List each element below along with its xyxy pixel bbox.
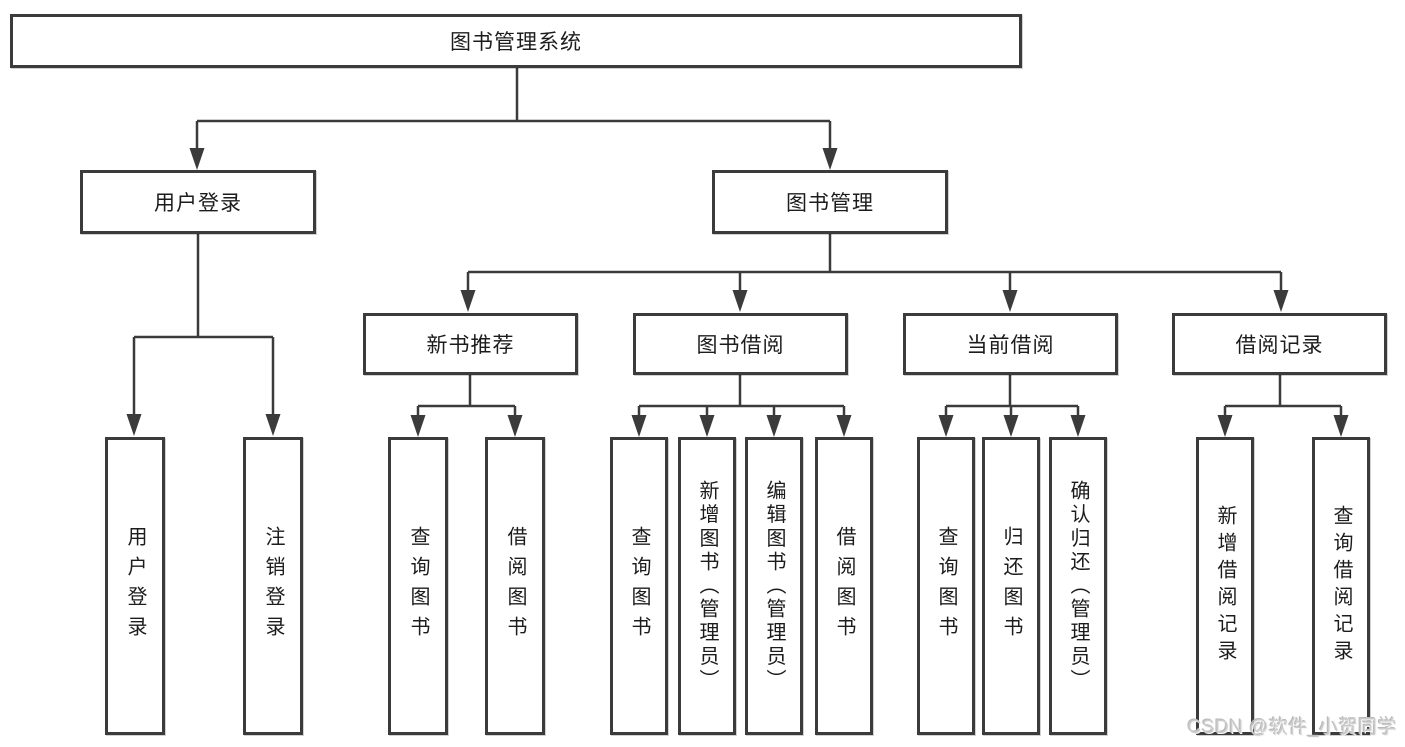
node-new-books: 新书推荐	[363, 313, 578, 375]
connector-borrow-records	[1217, 375, 1349, 437]
connector-user-login	[126, 234, 281, 436]
leaf-current-confirm-return-admin: 确认归还（管理员）	[1049, 437, 1107, 735]
connector-new-books	[410, 375, 523, 437]
leaf-records-add-record: 新增借阅记录	[1196, 437, 1254, 735]
leaf-borrow-edit-books-admin: 编辑图书（管理员）	[745, 437, 803, 735]
watermark: CSDN @软件_小贺同学	[1187, 717, 1397, 738]
node-book-mgmt: 图书管理	[712, 170, 948, 234]
connector-book-mgmt	[460, 234, 1289, 312]
leaf-borrow-borrow-books: 借阅图书	[815, 437, 873, 735]
leaf-newbooks-borrow-books: 借阅图书	[485, 437, 545, 735]
leaf-records-query-record: 查询借阅记录	[1312, 437, 1370, 735]
leaf-current-query-books: 查询图书	[917, 437, 975, 735]
leaf-borrow-query-books: 查询图书	[610, 437, 668, 735]
leaf-newbooks-query-books: 查询图书	[388, 437, 448, 735]
node-user-login: 用户登录	[80, 170, 316, 234]
connector-book-borrow	[631, 375, 852, 437]
leaf-current-return-books: 归还图书	[982, 437, 1040, 735]
connector-root	[189, 68, 838, 170]
node-book-borrow: 图书借阅	[633, 313, 848, 375]
node-current-borrow: 当前借阅	[903, 313, 1118, 375]
connector-current-borrow	[938, 375, 1086, 437]
node-root: 图书管理系统	[10, 14, 1022, 68]
leaf-logout: 注销登录	[243, 437, 303, 735]
leaf-user-login: 用户登录	[105, 437, 165, 735]
leaf-borrow-add-books-admin: 新增图书（管理员）	[678, 437, 736, 735]
node-borrow-records: 借阅记录	[1172, 313, 1387, 375]
